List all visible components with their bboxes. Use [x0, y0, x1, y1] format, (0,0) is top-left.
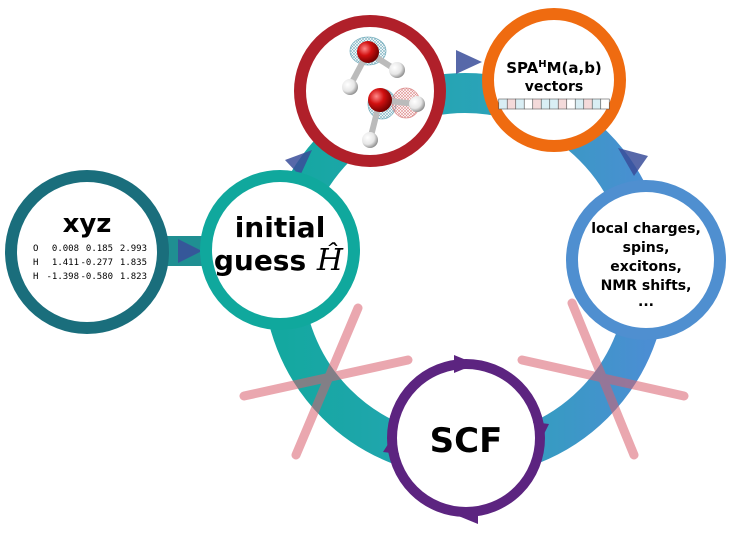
- vector-cell: [506, 98, 517, 110]
- xyz-ring: [5, 170, 169, 334]
- spahm-vector-cells: [498, 98, 610, 110]
- property-line-5: ...: [638, 294, 654, 310]
- xyz-node: xyz O 0.008 0.185 2.993 H 1.411 -0.277 1…: [5, 170, 169, 334]
- properties-node: local charges, spins, excitons, NMR shif…: [566, 180, 726, 340]
- hamiltonian-symbol: Ĥ: [316, 242, 344, 278]
- vector-cell: [498, 98, 508, 110]
- initial-guess-ring: [200, 170, 360, 330]
- arrow-spahm-to-properties: [618, 148, 648, 176]
- initial-guess-node: initial guess Ĥ: [200, 170, 360, 330]
- scf-node: SCF: [383, 355, 549, 524]
- vector-cell: [600, 98, 610, 110]
- property-line-1: local charges,: [591, 221, 701, 237]
- xyz-row-1-x: 0.008: [52, 244, 79, 254]
- vector-cell: [532, 98, 542, 110]
- vector-cell: [549, 98, 559, 110]
- xyz-row-2-atom: H: [33, 258, 38, 268]
- xyz-row-3-y: -0.580: [80, 272, 113, 282]
- vector-cell: [523, 98, 534, 110]
- flow-arrows: [178, 50, 648, 263]
- cross-right-stroke-2: [567, 298, 639, 460]
- xyz-row-3-z: 1.823: [120, 272, 147, 282]
- vector-cell: [574, 98, 585, 110]
- scf-cycle-arrowheads: [383, 355, 549, 524]
- blocked-path-crosses: [239, 298, 689, 460]
- spahm-suffix: M(a,b): [547, 59, 602, 77]
- arrow-molecule-to-spahm: [456, 50, 482, 74]
- scf-label: SCF: [430, 421, 503, 461]
- spahm-superscript: H: [538, 59, 546, 70]
- xyz-row-1-z: 2.993: [120, 244, 147, 254]
- properties-ring: [566, 180, 726, 340]
- molecule-node: [294, 15, 446, 167]
- water-dimer-orbital-icon: [342, 36, 425, 148]
- xyz-row-1-y: 0.185: [86, 244, 113, 254]
- xyz-coordinates: O 0.008 0.185 2.993 H 1.411 -0.277 1.835…: [33, 244, 147, 282]
- property-line-2: spins,: [623, 240, 670, 256]
- vector-cell: [515, 98, 525, 110]
- spahm-ring: [482, 8, 626, 152]
- spahm-node: SPAHM(a,b) vectors: [482, 8, 626, 152]
- initial-guess-line2: guess: [214, 244, 306, 277]
- vector-cell: [591, 98, 602, 110]
- xyz-row-1-atom: O: [33, 244, 38, 254]
- cross-left-stroke-2: [291, 303, 363, 460]
- xyz-row-3-atom: H: [33, 272, 38, 282]
- xyz-row-2-z: 1.835: [120, 258, 147, 268]
- vector-cell: [583, 98, 593, 110]
- spahm-title: SPAHM(a,b): [506, 59, 602, 77]
- xyz-row-2-x: 1.411: [52, 258, 79, 268]
- xyz-title: xyz: [63, 209, 112, 239]
- molecule-ring: [294, 15, 446, 167]
- arrow-xyz-to-guess: [178, 239, 202, 263]
- spahm-vectors-label: vectors: [525, 79, 583, 95]
- vector-cell: [540, 98, 551, 110]
- property-line-4: NMR shifts,: [601, 278, 692, 294]
- initial-guess-line1: initial: [235, 211, 326, 244]
- vector-cell: [557, 98, 568, 110]
- vector-cell: [566, 98, 576, 110]
- property-line-3: excitons,: [610, 259, 682, 275]
- xyz-row-3-x: -1.398: [46, 272, 79, 282]
- spahm-prefix: SPA: [506, 59, 538, 77]
- arrow-guess-to-molecule: [285, 150, 312, 176]
- xyz-row-2-y: -0.277: [80, 258, 113, 268]
